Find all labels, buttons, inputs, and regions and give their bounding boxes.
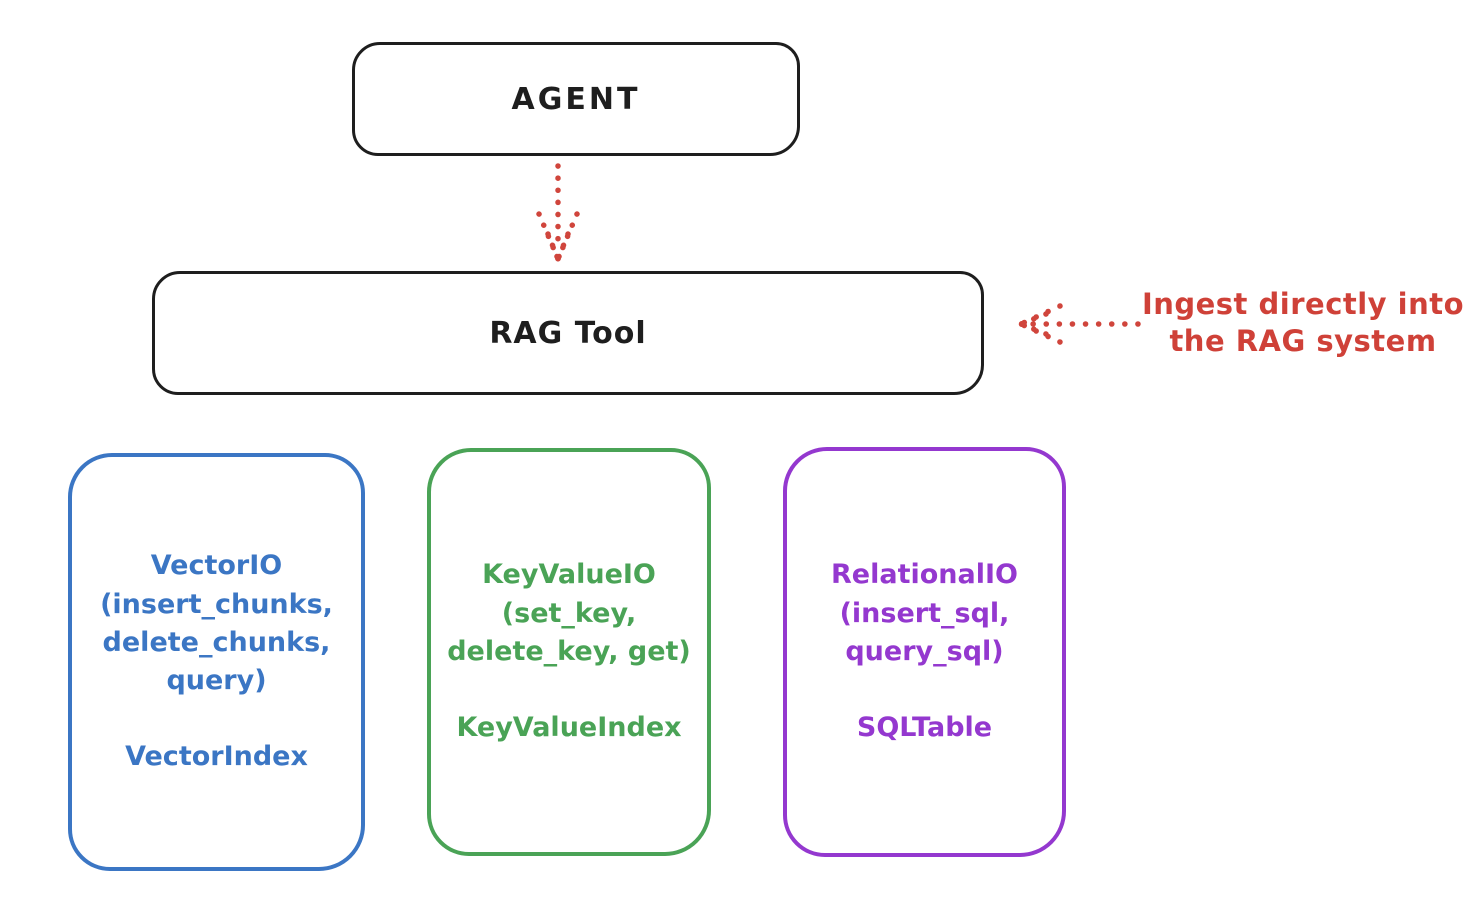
vector-io-methods-line1: (insert_chunks, bbox=[100, 588, 333, 620]
vector-io-methods-line3: query) bbox=[166, 665, 267, 697]
vector-io-box: VectorIO (insert_chunks, delete_chunks, … bbox=[68, 453, 365, 871]
relational-io-methods-line1: (insert_sql, bbox=[839, 597, 1010, 629]
agent-box-label: AGENT bbox=[511, 81, 641, 117]
relational-io-methods-line2: query_sql) bbox=[845, 636, 1004, 667]
ingest-annotation-line2: the RAG system bbox=[1169, 324, 1437, 359]
relational-io-box: RelationalIO (insert_sql, query_sql) SQL… bbox=[783, 447, 1066, 857]
rag-tool-box: RAG Tool bbox=[152, 271, 984, 395]
down-arrow-icon bbox=[536, 163, 580, 262]
ingest-annotation-line1: Ingest directly into bbox=[1141, 287, 1465, 321]
vector-io-methods-line2: delete_chunks, bbox=[102, 626, 331, 658]
agent-box: AGENT bbox=[352, 42, 800, 156]
vector-index-label: VectorIndex bbox=[125, 741, 308, 773]
left-arrow-icon bbox=[1018, 303, 1141, 345]
sql-table-label: SQLTable bbox=[856, 712, 993, 744]
relational-io-title: RelationalIO bbox=[831, 559, 1018, 591]
keyvalue-io-title: KeyValueIO bbox=[482, 559, 656, 591]
vector-io-title: VectorIO bbox=[150, 550, 283, 582]
keyvalue-io-box: KeyValueIO (set_key, delete_key, get) Ke… bbox=[427, 448, 711, 856]
rag-tool-box-label: RAG Tool bbox=[489, 315, 647, 351]
keyvalue-io-methods-line1: (set_key, bbox=[501, 597, 637, 629]
keyvalue-io-methods-line2: delete_key, get) bbox=[447, 636, 691, 667]
keyvalue-index-label: KeyValueIndex bbox=[456, 712, 682, 744]
ingest-annotation: Ingest directly into the RAG system bbox=[1128, 286, 1478, 360]
